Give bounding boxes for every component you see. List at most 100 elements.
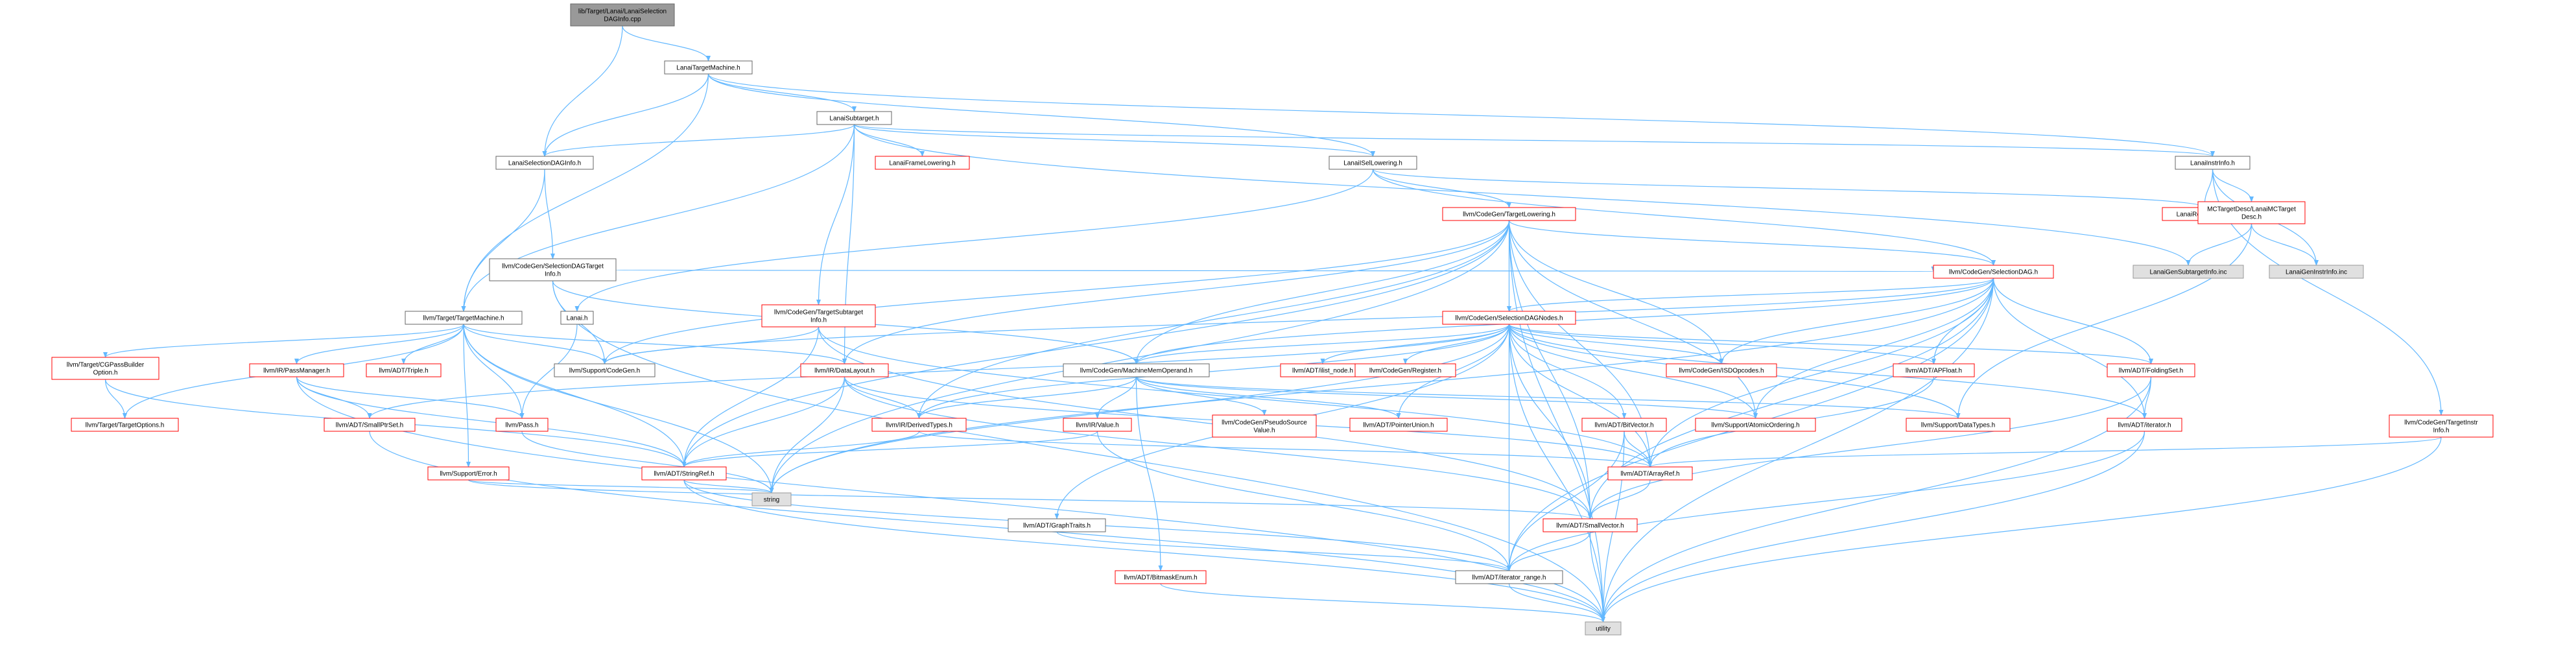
node-Lanai[interactable]: Lanai.h	[560, 311, 594, 325]
node-box	[1008, 518, 1106, 532]
node-LanaiGenInstrInfo[interactable]: LanaiGenInstrInfo.inc	[2269, 265, 2364, 279]
node-Register[interactable]: llvm/CodeGen/Register.h	[1354, 363, 1456, 377]
edge-Iterator-to-utility	[1601, 431, 2145, 623]
node-LanaiTargetMachine[interactable]: LanaiTargetMachine.h	[664, 60, 753, 75]
node-Triple[interactable]: llvm/ADT/Triple.h	[366, 363, 442, 377]
node-LanaiGenSubtargetInfo[interactable]: LanaiGenSubtargetInfo.inc	[2133, 265, 2244, 279]
edge-StringRef-to-string	[683, 479, 774, 494]
node-label: llvm/CodeGen/TargetInstr	[2404, 420, 2478, 427]
node-ISDOpcodes[interactable]: llvm/CodeGen/ISDOpcodes.h	[1666, 363, 1777, 377]
edge-PassManager-to-utility	[296, 376, 1605, 623]
node-GraphTraits[interactable]: llvm/ADT/GraphTraits.h	[1008, 518, 1106, 532]
node-layer: lib/Target/Lanai/LanaiSelectionDAGInfo.c…	[51, 3, 2494, 636]
node-ArrayRef[interactable]: llvm/ADT/ArrayRef.h	[1607, 466, 1693, 481]
edge-MachineMemOperand-to-Value	[1095, 376, 1137, 419]
node-APFloat[interactable]: llvm/ADT/APFloat.h	[1893, 363, 1975, 377]
node-PassManager[interactable]: llvm/IR/PassManager.h	[249, 363, 344, 377]
node-box	[51, 357, 160, 380]
edge-TargetMachine-to-PassManager	[294, 324, 464, 364]
edge-LanaiTargetMachine-to-LanaiISelLowering	[707, 73, 1375, 157]
node-LanaiSubtarget[interactable]: LanaiSubtarget.h	[816, 111, 892, 125]
edge-PassManager-to-Pass	[296, 376, 525, 419]
node-box	[570, 3, 675, 27]
node-label: llvm/CodeGen/TargetLowering.h	[1463, 211, 1555, 219]
node-ilist_node[interactable]: llvm/ADT/ilist_node.h	[1280, 363, 1365, 377]
edge-TargetSubtargetInfo-to-SupportCodeGen	[602, 326, 820, 364]
edge-LanaiSelectionDAGInfo-to-TargetMachine	[461, 169, 545, 312]
edge-TargetLowering-to-SmallVector	[1508, 220, 1592, 519]
edge-SelectionDAGNodes-to-Iterator	[1508, 324, 2147, 419]
edge-LanaiTargetMachine-to-TargetMachine	[461, 73, 709, 312]
edge-SelectionDAGTargetInfo-to-SelectionDAG	[615, 267, 1934, 272]
edge-TargetLowering-to-MachineMemOperand	[1134, 220, 1510, 364]
edge-DataLayout-to-StringRef	[681, 376, 845, 468]
edge-TargetMachine-to-Triple	[401, 324, 464, 364]
node-label: LanaiGenSubtargetInfo.inc	[2150, 269, 2227, 276]
node-label: llvm/IR/PassManager.h	[263, 368, 330, 375]
node-LanaiSelectionDAGInfo[interactable]: LanaiSelectionDAGInfo.h	[495, 156, 594, 170]
node-string[interactable]: string	[751, 492, 792, 506]
node-Pass[interactable]: llvm/Pass.h	[495, 418, 549, 432]
node-Iterator[interactable]: llvm/ADT/iterator.h	[2107, 418, 2182, 432]
node-FoldingSet[interactable]: llvm/ADT/FoldingSet.h	[2107, 363, 2195, 377]
node-box	[554, 363, 656, 377]
node-Error[interactable]: llvm/Support/Error.h	[427, 466, 510, 481]
edge-TargetLowering-to-DataLayout	[842, 220, 1510, 364]
node-DataTypes[interactable]: llvm/Support/DataTypes.h	[1906, 418, 2011, 432]
node-BitmaskEnum[interactable]: llvm/ADT/BitmaskEnum.h	[1115, 570, 1207, 584]
node-BitVector[interactable]: llvm/ADT/BitVector.h	[1581, 418, 1667, 432]
edge-root-to-LanaiSelectionDAGInfo	[542, 25, 623, 157]
node-label: llvm/Support/AtomicOrdering.h	[1711, 422, 1799, 429]
node-PointerUnion[interactable]: llvm/ADT/PointerUnion.h	[1349, 418, 1448, 432]
node-box	[1933, 265, 2054, 279]
node-label: llvm/Support/CodeGen.h	[569, 368, 641, 375]
node-box	[875, 156, 970, 170]
edge-TargetLowering-to-AtomicOrdering	[1508, 220, 1758, 419]
edge-SelectionDAG-to-ArrayRef	[1648, 278, 1994, 468]
edge-SmallVector-to-iterator_range	[1507, 531, 1591, 571]
node-LanaiFrameLowering[interactable]: LanaiFrameLowering.h	[875, 156, 970, 170]
node-box	[495, 418, 549, 432]
node-box	[1607, 466, 1693, 481]
edge-BitVector-to-iterator_range	[1507, 431, 1625, 571]
node-StringRef[interactable]: llvm/ADT/StringRef.h	[641, 466, 727, 481]
node-SmallPtrSet[interactable]: llvm/ADT/SmallPtrSet.h	[324, 418, 416, 432]
node-LanaiInstrInfo[interactable]: LanaiInstrInfo.h	[2175, 156, 2251, 170]
edge-SelectionDAGNodes-to-AtomicOrdering	[1508, 324, 1758, 419]
node-SelectionDAG[interactable]: llvm/CodeGen/SelectionDAG.h	[1933, 265, 2054, 279]
edge-MachineMemOperand-to-DerivedTypes	[917, 376, 1137, 419]
node-root[interactable]: lib/Target/Lanai/LanaiSelectionDAGInfo.c…	[570, 3, 675, 27]
node-box	[1906, 418, 2011, 432]
node-iterator_range[interactable]: llvm/ADT/iterator_range.h	[1455, 570, 1563, 584]
edge-Error-to-SmallVector	[467, 479, 1592, 519]
node-DataLayout[interactable]: llvm/IR/DataLayout.h	[800, 363, 889, 377]
node-SupportCodeGen[interactable]: llvm/Support/CodeGen.h	[554, 363, 656, 377]
node-label: LanaiSubtarget.h	[829, 115, 879, 123]
node-LanaiISelLowering[interactable]: LanaiISelLowering.h	[1329, 156, 1417, 170]
edge-SelectionDAGNodes-to-string	[769, 324, 1510, 494]
edge-SelectionDAGNodes-to-ArrayRef	[1508, 324, 1653, 468]
node-utility[interactable]: utility	[1585, 621, 1622, 636]
node-TargetLowering[interactable]: llvm/CodeGen/TargetLowering.h	[1442, 207, 1576, 221]
node-AtomicOrdering[interactable]: llvm/Support/AtomicOrdering.h	[1695, 418, 1816, 432]
node-DerivedTypes[interactable]: llvm/IR/DerivedTypes.h	[871, 418, 967, 432]
node-TargetMachine[interactable]: llvm/Target/TargetMachine.h	[405, 311, 523, 325]
node-box	[2175, 156, 2251, 170]
node-SelectionDAGNodes[interactable]: llvm/CodeGen/SelectionDAGNodes.h	[1442, 311, 1576, 325]
node-box	[249, 363, 344, 377]
edge-Value-to-iterator_range	[1096, 431, 1511, 571]
edge-LanaiSubtarget-to-LanaiInstrInfo	[853, 124, 2215, 157]
node-Value[interactable]: llvm/IR/Value.h	[1063, 418, 1132, 432]
node-MachineMemOperand[interactable]: llvm/CodeGen/MachineMemOperand.h	[1063, 363, 1210, 377]
edge-root-to-LanaiTargetMachine	[622, 25, 711, 62]
node-SmallVector[interactable]: llvm/ADT/SmallVector.h	[1542, 518, 1638, 532]
edge-CGPassBuilderOption-to-TargetOptions	[104, 379, 127, 419]
node-TargetOptions[interactable]: llvm/Target/TargetOptions.h	[71, 418, 179, 432]
edge-SelectionDAG-to-AtomicOrdering	[1753, 278, 1994, 419]
